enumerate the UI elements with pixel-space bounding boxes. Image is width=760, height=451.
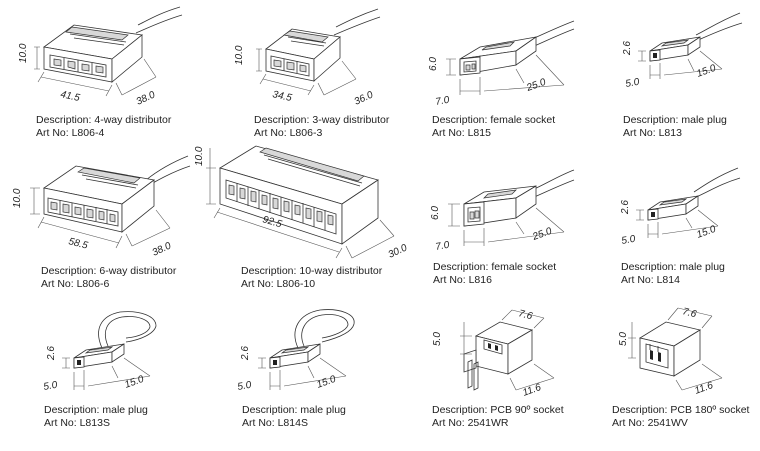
dim-depth: 30.0 (387, 242, 410, 260)
drawing-male-plug-l814s: 2.6 5.0 15.0 (237, 309, 355, 393)
description-text: Description: male plug (623, 114, 727, 126)
dim-width: 58.5 (67, 236, 89, 251)
description-text: Description: male plug (242, 404, 346, 416)
caption-male-plug-l813: Description: male plug Art No: L813 (623, 114, 727, 139)
drawing-4-way-distributor: 10.0 41.5 38.0 (18, 6, 183, 108)
caption-female-socket-l815: Description: female socket Art No: L815 (432, 114, 555, 139)
dim-length: 15.0 (123, 374, 145, 391)
drawing-male-plug-l814: 2.6 5.0 15.0 (620, 167, 741, 247)
caption-10-way-distributor: Description: 10-way distributor Art No: … (241, 265, 382, 290)
art-number-text: Art No: L813S (44, 416, 110, 429)
art-number-text: Art No: L814 (621, 273, 680, 286)
drawing-pcb-90-socket: 5.0 7.6 11.6 (432, 308, 555, 399)
dim-height: 2.6 (622, 41, 633, 56)
dim-height: 10.0 (12, 188, 23, 208)
art-number-text: Art No: 2541WR (432, 416, 509, 429)
drawing-6-way-distributor: 10.0 58.5 38.0 (12, 155, 191, 259)
drawing-female-socket-l816: 6.0 7.0 25.0 (430, 169, 575, 253)
drawing-male-plug-l813: 2.6 5.0 15.0 (622, 12, 743, 90)
dim-height: 10.0 (194, 146, 205, 166)
drawing-female-socket-l815: 6.0 7.0 25.0 (428, 20, 575, 108)
drawing-pcb-180-socket: 5.0 7.6 11.6 (618, 306, 723, 397)
description-text: Description: female socket (432, 114, 556, 126)
drawing-3-way-distributor: 10.0 34.5 36.0 (234, 8, 381, 108)
dim-width: 7.6 (517, 308, 534, 322)
dim-height: 2.6 (620, 200, 631, 215)
dim-height: 6.0 (430, 206, 441, 220)
art-number-text: Art No: L806-3 (254, 126, 323, 139)
art-number-text: Art No: L816 (433, 273, 492, 286)
description-text: Description: PCB 180º socket (612, 404, 750, 416)
dim-height: 10.0 (18, 43, 29, 63)
dim-height: 2.6 (46, 346, 57, 361)
dim-width: 41.5 (59, 89, 81, 104)
art-number-text: Art No: L806-4 (36, 126, 105, 139)
dim-width: 7.0 (435, 240, 451, 253)
caption-6-way-distributor: Description: 6-way distributor Art No: L… (41, 265, 176, 290)
caption-male-plug-l813s: Description: male plug Art No: L813S (44, 404, 148, 429)
art-number-text: Art No: L806-6 (41, 277, 110, 290)
dim-width: 7.6 (681, 306, 698, 320)
dim-length: 25.0 (530, 226, 553, 243)
dim-width: 5.0 (43, 380, 59, 393)
dim-width: 7.0 (435, 95, 451, 108)
description-text: Description: male plug (621, 261, 725, 273)
dim-length: 25.0 (524, 77, 547, 94)
caption-3-way-distributor: Description: 3-way distributor Art No: L… (254, 114, 389, 139)
caption-female-socket-l816: Description: female socket Art No: L816 (433, 261, 556, 286)
art-number-text: Art No: 2541WV (612, 416, 688, 429)
caption-pcb-90-socket: Description: PCB 90º socket Art No: 2541… (432, 404, 564, 429)
dim-height: 5.0 (618, 332, 629, 346)
dim-length: 11.6 (693, 380, 715, 397)
drawing-male-plug-l813s: 2.6 5.0 15.0 (43, 311, 157, 393)
dim-depth: 36.0 (353, 89, 376, 107)
description-text: Description: male plug (44, 404, 148, 416)
description-text: Description: 4-way distributor (36, 114, 172, 126)
caption-male-plug-l814: Description: male plug Art No: L814 (621, 261, 725, 286)
drawing-10-way-distributor: 10.0 92.5 30.0 (194, 145, 410, 261)
caption-male-plug-l814s: Description: male plug Art No: L814S (242, 404, 346, 429)
dim-depth: 38.0 (151, 240, 174, 258)
dim-depth: 38.0 (135, 89, 158, 107)
dim-height: 10.0 (234, 45, 245, 65)
dim-length: 15.0 (695, 224, 717, 241)
art-number-text: Art No: L813 (623, 126, 682, 139)
description-text: Description: female socket (433, 261, 557, 273)
dim-width: 5.0 (625, 77, 641, 90)
description-text: Description: PCB 90º socket (432, 404, 564, 416)
description-text: Description: 3-way distributor (254, 114, 390, 126)
dim-height: 6.0 (428, 57, 439, 71)
description-text: Description: 10-way distributor (241, 265, 383, 277)
dim-width: 5.0 (621, 234, 637, 247)
dim-width: 34.5 (271, 89, 293, 104)
dim-height: 2.6 (240, 346, 251, 361)
dim-length: 15.0 (695, 63, 717, 80)
art-number-text: Art No: L815 (432, 126, 491, 139)
caption-4-way-distributor: Description: 4-way distributor Art No: L… (36, 114, 171, 139)
description-text: Description: 6-way distributor (41, 265, 177, 277)
art-number-text: Art No: L806-10 (241, 277, 316, 290)
dim-length: 15.0 (315, 374, 337, 391)
dim-width: 5.0 (237, 380, 253, 393)
caption-pcb-180-socket: Description: PCB 180º socket Art No: 254… (612, 404, 749, 429)
dim-width: 92.5 (261, 214, 283, 230)
art-number-text: Art No: L814S (242, 416, 308, 429)
dim-length: 11.6 (521, 382, 543, 399)
dim-height: 5.0 (432, 332, 443, 346)
